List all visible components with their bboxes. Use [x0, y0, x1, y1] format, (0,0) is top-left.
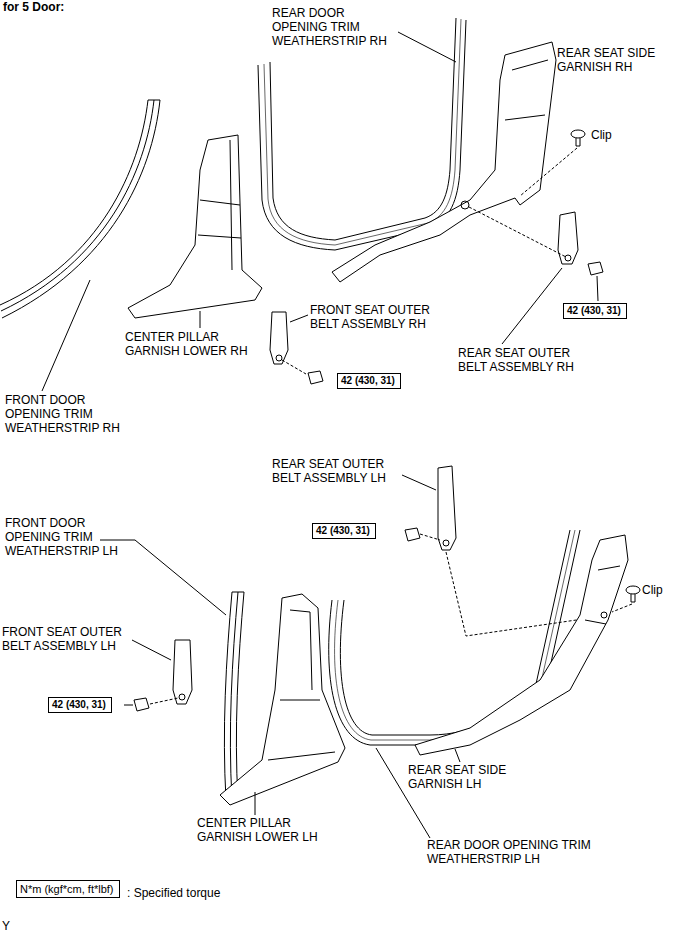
part-name: FRONT SEAT OUTER BELT ASSEMBLY RH	[310, 303, 438, 331]
part-name: REAR SEAT SIDE GARNISH LH	[408, 763, 516, 791]
rear-belt-lh	[402, 466, 604, 636]
unit-text: N*m (kgf*cm, ft*lbf)	[20, 882, 116, 896]
part-name: REAR DOOR OPENING TRIM WEATHERSTRIP RH	[272, 6, 396, 48]
part-name: FRONT SEAT OUTER BELT ASSEMBLY LH	[2, 625, 130, 653]
torque-box: 42 (430, 31)	[48, 697, 112, 713]
front-weatherstrip-rh	[0, 100, 160, 318]
unit-legend-box: N*m (kgf*cm, ft*lbf)	[16, 880, 120, 898]
part-name: REAR DOOR OPENING TRIM WEATHERSTRIP LH	[427, 838, 597, 866]
center-pillar-garnish-rh	[128, 135, 262, 318]
torque-box: 42 (430, 31)	[337, 373, 401, 389]
diagram-title: for 5 Door:	[3, 0, 64, 14]
part-name: REAR SEAT OUTER BELT ASSEMBLY LH	[272, 457, 400, 485]
corner-mark: Y	[2, 919, 10, 933]
rear-seat-side-garnish-rh	[332, 42, 556, 282]
center-pillar-garnish-lh	[220, 594, 345, 815]
torque-box: 42 (430, 31)	[563, 303, 627, 319]
part-name: FRONT DOOR OPENING TRIM WEATHERSTRIP LH	[5, 516, 129, 558]
clip-rh	[520, 130, 585, 196]
front-weatherstrip-lh	[100, 540, 244, 800]
front-belt-lh	[124, 640, 192, 711]
clip-label: Clip	[642, 583, 663, 597]
part-name: FRONT DOOR OPENING TRIM WEATHERSTRIP RH	[5, 393, 129, 435]
part-name: REAR SEAT OUTER BELT ASSEMBLY RH	[458, 346, 586, 374]
clip-lh	[612, 586, 640, 612]
leader-line	[42, 280, 90, 391]
rear-seat-side-garnish-lh	[415, 535, 628, 762]
leader-line	[398, 32, 456, 62]
rear-belt-rh	[469, 207, 603, 344]
torque-box: 42 (430, 31)	[312, 523, 376, 539]
torque-value: 42 (430, 31)	[316, 525, 372, 537]
leader-line	[200, 311, 201, 328]
clip-label: Clip	[591, 128, 612, 142]
part-name: CENTER PILLAR GARNISH LOWER LH	[197, 816, 325, 844]
torque-value: 42 (430, 31)	[567, 305, 623, 317]
part-name: REAR SEAT SIDE GARNISH RH	[557, 46, 665, 74]
torque-value: 42 (430, 31)	[52, 699, 108, 711]
rear-weatherstrip-rh	[258, 18, 466, 250]
torque-value: 42 (430, 31)	[341, 375, 397, 387]
part-name: CENTER PILLAR GARNISH LOWER RH	[125, 330, 253, 358]
legend-text: : Specified torque	[127, 886, 220, 900]
